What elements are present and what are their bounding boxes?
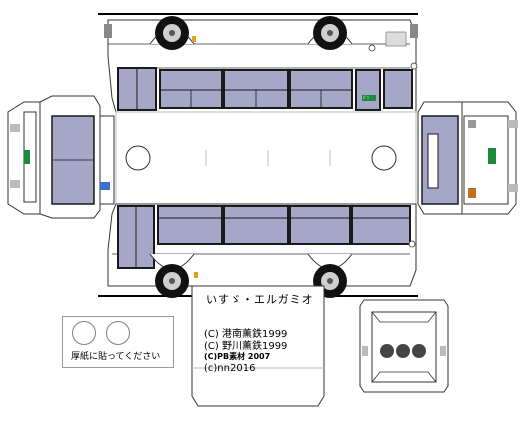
placeholder-circle-left: [72, 321, 96, 345]
destination-sign-side: [362, 95, 376, 101]
underside-hole-2: [396, 344, 410, 358]
side-panel-upper: [104, 16, 418, 113]
window-lower-2: [223, 205, 289, 245]
roof-vent-front: [371, 145, 397, 171]
underside-hole-3: [412, 344, 426, 358]
model-title: いすゞ・エルガミオ: [206, 293, 314, 306]
destination-sign-text: ﾃﾞﾝ: [363, 95, 369, 100]
instruction-text: 厚紙に貼ってください: [71, 352, 161, 362]
credit-line-1: (C) 港南薫鉄1999: [204, 329, 288, 340]
roof-panel: [115, 111, 417, 205]
window-lower-3: [289, 205, 351, 245]
rear-sign: [24, 150, 30, 164]
window-lower-1: [157, 205, 223, 245]
front-window: [421, 115, 459, 205]
front-panel: [417, 101, 518, 215]
rear-panel: [7, 95, 115, 219]
placeholder-circle-right: [106, 321, 130, 345]
credit-line-2: (C) 野川薫鉄1999: [204, 341, 288, 352]
underside-hole-1: [380, 344, 394, 358]
side-panel-lower: [107, 203, 417, 298]
front-door-upper: [355, 69, 381, 111]
underside-piece: [359, 299, 449, 393]
credit-line-4: (c)nn2016: [204, 363, 256, 374]
credit-line-3: (C)PB素材 2007: [204, 352, 271, 361]
bottom-tab: [191, 285, 325, 407]
instruction-card: 厚紙に貼ってください: [62, 316, 174, 368]
window-lower-4: [351, 205, 411, 245]
roof-vent-rear: [125, 145, 151, 171]
front-destination-sign: [488, 148, 496, 164]
